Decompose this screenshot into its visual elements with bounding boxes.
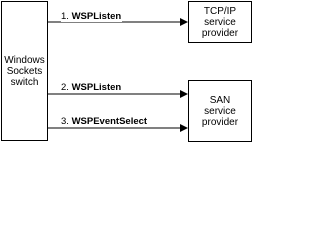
arrow-3-number: 3. <box>61 116 69 127</box>
arrows-layer <box>48 18 188 132</box>
tcpip-service-provider-box: TCP/IP service provider <box>188 1 252 43</box>
arrow-1-label: 1. WSPListen <box>61 11 123 22</box>
arrow-2-number: 2. <box>61 82 69 93</box>
arrow-1-function: WSPListen <box>71 11 122 22</box>
arrow-3-function: WSPEventSelect <box>71 116 148 127</box>
windows-sockets-switch-label: Windows Sockets switch <box>4 54 45 88</box>
san-service-provider-label: SAN service provider <box>201 94 239 128</box>
windows-sockets-switch-box: Windows Sockets switch <box>1 1 48 141</box>
tcpip-service-provider-label: TCP/IP service provider <box>201 5 239 39</box>
san-service-provider-box: SAN service provider <box>188 80 252 142</box>
arrow-1-number: 1. <box>61 11 69 22</box>
arrow-2-label: 2. WSPListen <box>61 82 123 93</box>
arrow-3-label: 3. WSPEventSelect <box>61 116 149 127</box>
arrow-2-function: WSPListen <box>71 82 122 93</box>
